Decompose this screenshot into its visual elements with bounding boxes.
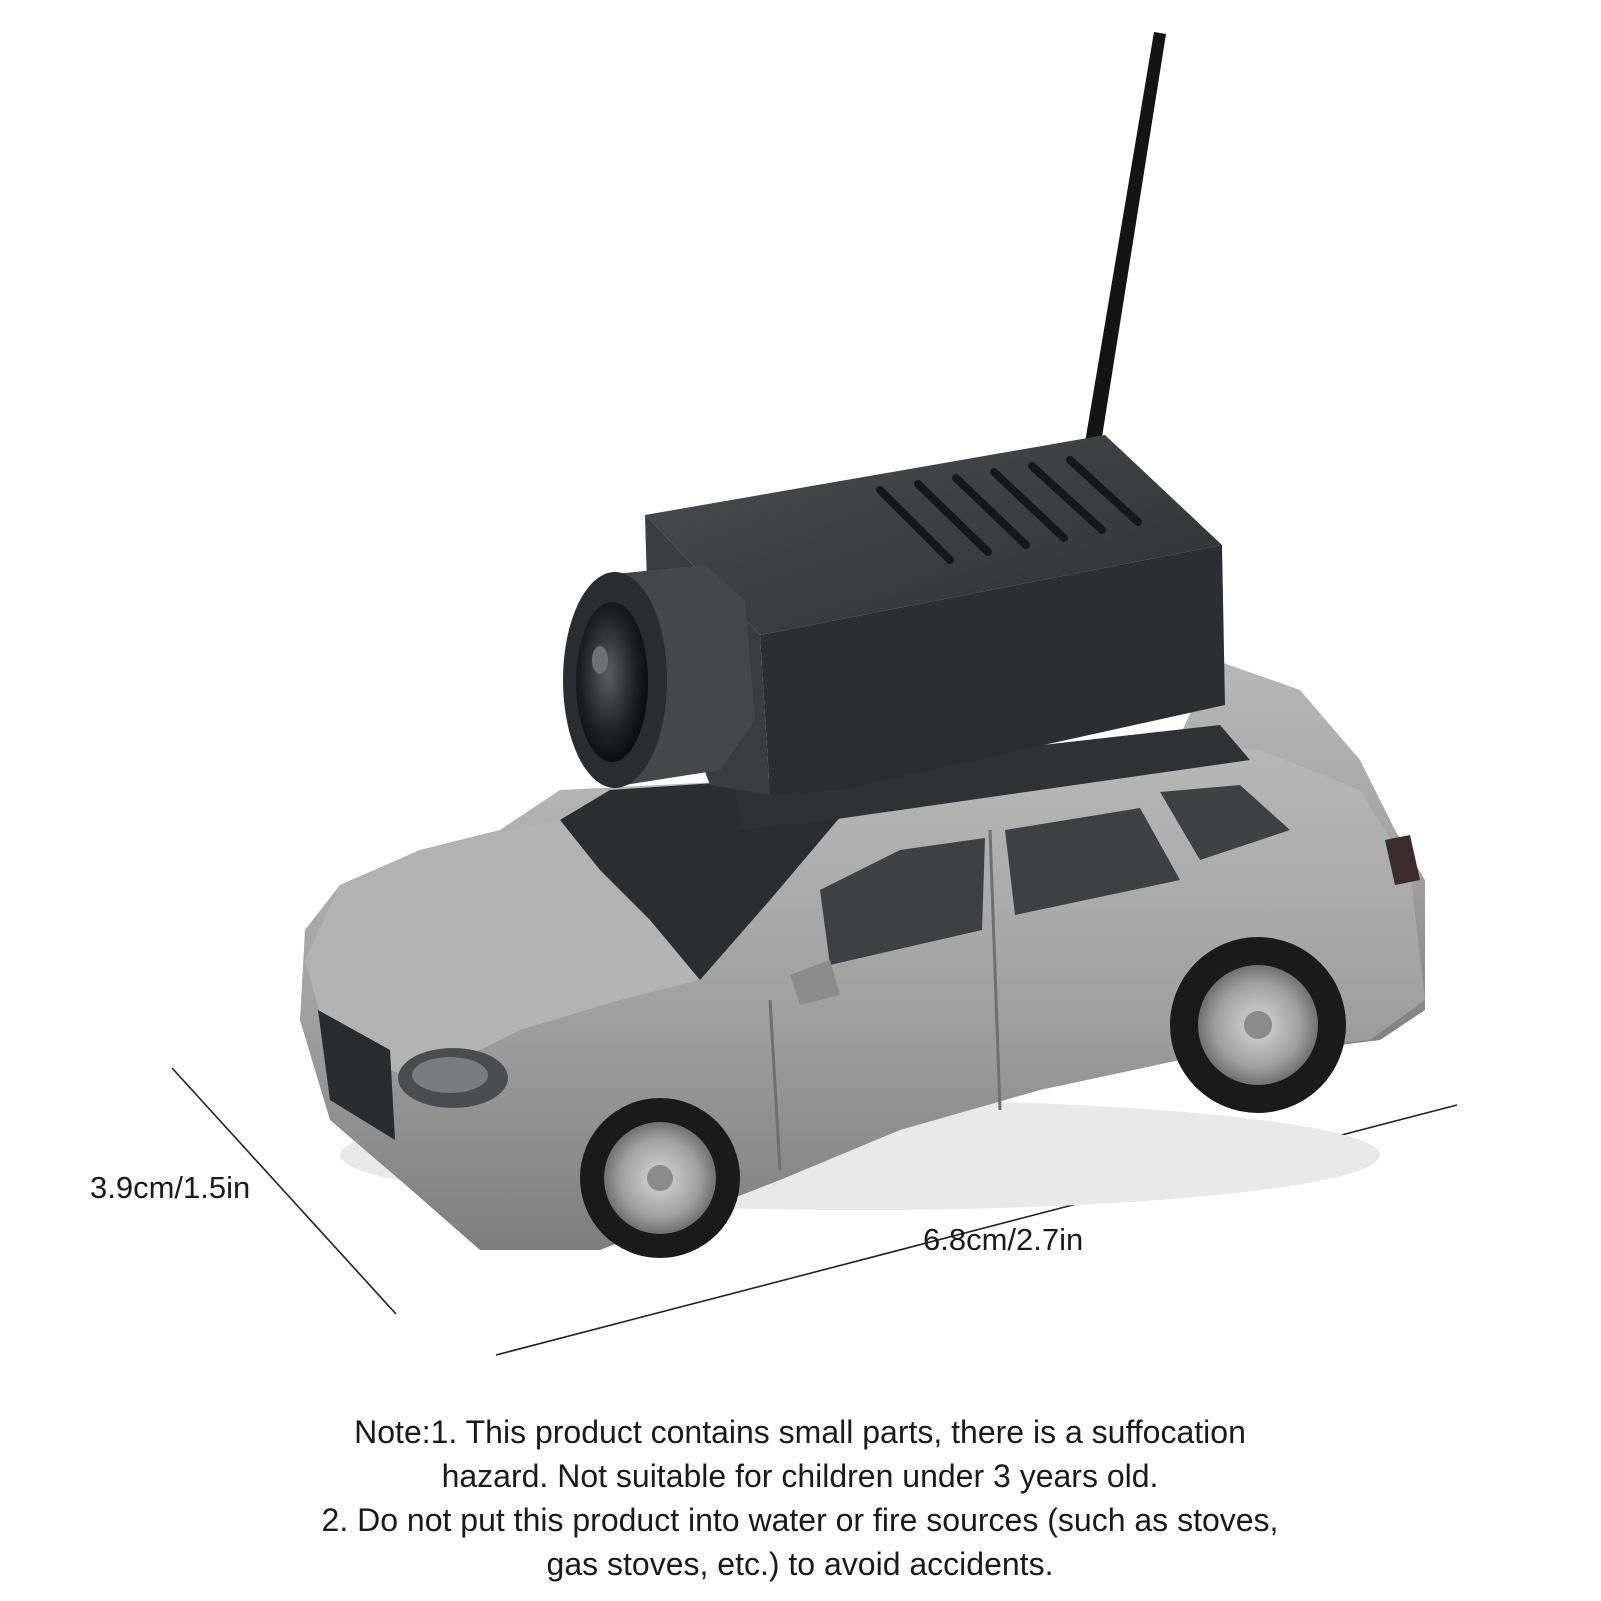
camera-box-front xyxy=(760,545,1225,795)
length-dimension-label: 6.8cm/2.7in xyxy=(923,1222,1084,1257)
camera-lens xyxy=(576,602,648,762)
door-seam xyxy=(768,829,1002,1171)
note-line-3: 2. Do not put this product into water or… xyxy=(321,1502,1279,1538)
rear-wheel-hub xyxy=(1244,1011,1272,1039)
camera-mount-plate xyxy=(735,725,1250,830)
camera-vent-slots xyxy=(876,456,1142,564)
note-line-2: hazard. Not suitable for children under … xyxy=(441,1458,1159,1494)
safety-note: Note:1. This product contains small part… xyxy=(180,1410,1420,1586)
antenna xyxy=(1076,32,1166,500)
front-wheel-hub xyxy=(647,1165,673,1191)
camera-lens-glint xyxy=(592,646,608,674)
car-taillight xyxy=(1385,835,1420,885)
car-window-middle xyxy=(1005,808,1180,915)
camera-box-top xyxy=(645,435,1222,635)
note-line-4: gas stoves, etc.) to avoid accidents. xyxy=(546,1546,1054,1582)
car-window-rear xyxy=(1160,785,1290,860)
car-headlight-lens xyxy=(412,1057,488,1093)
depth-dimension-line xyxy=(171,1067,397,1315)
toy-car xyxy=(300,660,1425,1258)
note-line-1: Note:1. This product contains small part… xyxy=(354,1414,1246,1450)
car-grille xyxy=(318,1010,395,1140)
car-window-front xyxy=(820,838,985,965)
side-mirror xyxy=(790,960,840,1005)
car-hood xyxy=(305,820,700,1080)
depth-dimension-label: 3.9cm/1.5in xyxy=(90,1170,251,1205)
camera-module xyxy=(563,435,1250,830)
